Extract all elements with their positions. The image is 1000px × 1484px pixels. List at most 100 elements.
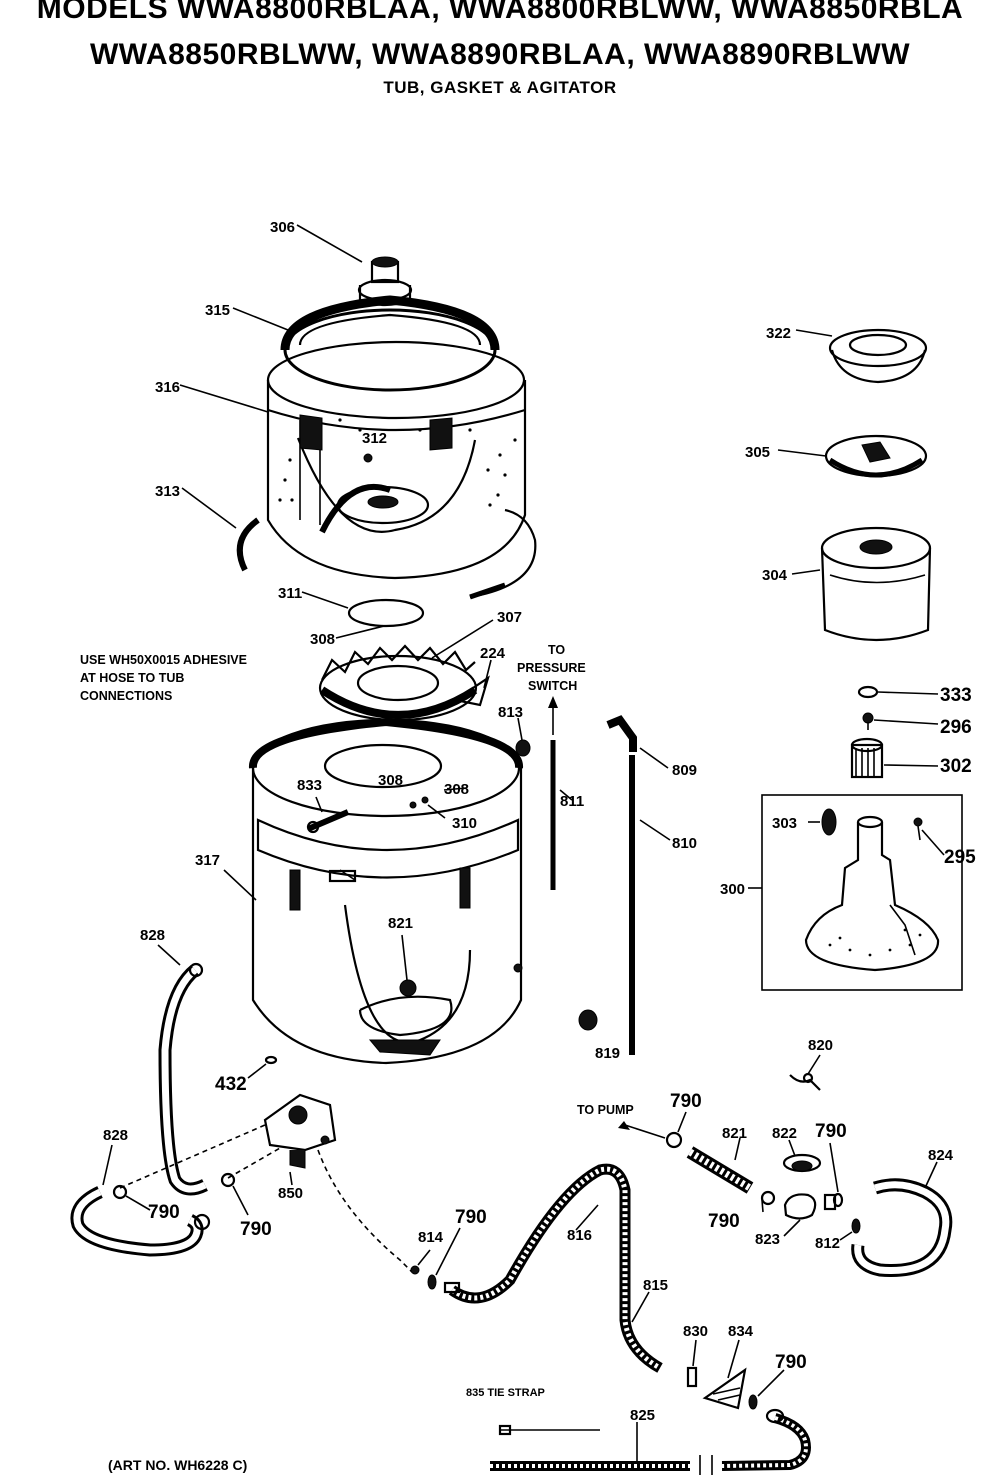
part-814-fitting[interactable] xyxy=(410,1265,420,1275)
part-305-dog-cam[interactable] xyxy=(824,434,928,478)
part-308-ring-gasket[interactable] xyxy=(347,598,425,628)
part-824-hose[interactable] xyxy=(851,1178,953,1277)
callout-790-left-a: 790 xyxy=(148,1202,180,1223)
part-813-grommet[interactable] xyxy=(515,739,531,757)
clamp-790-to-pump[interactable] xyxy=(665,1131,683,1149)
callout-790-left-b: 790 xyxy=(240,1219,272,1240)
part-822-nut[interactable] xyxy=(782,1153,822,1173)
callout-316: 316 xyxy=(155,379,180,396)
part-811-pressure-tube[interactable] xyxy=(548,696,558,890)
part-316-wash-basket[interactable] xyxy=(266,340,527,580)
part-333-washer[interactable] xyxy=(857,685,879,699)
part-809-hose-elbow[interactable] xyxy=(606,715,637,752)
part-304-auger-barrel[interactable] xyxy=(820,526,932,642)
part-835-tie-strap[interactable] xyxy=(498,1424,600,1436)
callout-816: 816 xyxy=(567,1227,592,1244)
note-to-pressure-switch-2: PRESSURE xyxy=(517,661,586,675)
callout-809: 809 xyxy=(672,762,697,779)
callout-790-right-a: 790 xyxy=(708,1211,740,1232)
callout-822: 822 xyxy=(772,1125,797,1142)
callout-300: 300 xyxy=(720,881,745,898)
part-816-drain-hose[interactable] xyxy=(443,1163,663,1373)
part-833-clamp[interactable] xyxy=(306,809,350,834)
callout-308-right: 308 xyxy=(444,781,469,798)
callout-295: 295 xyxy=(944,847,976,868)
part-830-clip[interactable] xyxy=(686,1366,698,1388)
note-to-pressure-switch-1: TO xyxy=(548,643,565,657)
callout-313: 313 xyxy=(155,483,180,500)
part-819-plug[interactable] xyxy=(578,1009,598,1031)
note-adhesive-line-3: CONNECTIONS xyxy=(80,689,172,703)
callout-811: 811 xyxy=(560,793,584,810)
callout-823: 823 xyxy=(755,1231,780,1248)
part-313-snubber-ring[interactable] xyxy=(236,508,537,600)
callout-312: 312 xyxy=(362,430,387,447)
callout-828-lower: 828 xyxy=(103,1127,128,1144)
part-312-screw[interactable] xyxy=(363,453,373,463)
callout-821-hose: 821 xyxy=(722,1125,747,1142)
callout-322: 322 xyxy=(766,325,791,342)
callout-814: 814 xyxy=(418,1229,444,1246)
callout-820: 820 xyxy=(808,1037,833,1054)
part-828-hose-left-lower[interactable] xyxy=(70,1186,211,1257)
callout-308-gasket: 308 xyxy=(310,631,335,648)
part-834-filter[interactable] xyxy=(702,1367,747,1410)
callout-812: 812 xyxy=(815,1235,840,1252)
part-322-agitator-cap[interactable] xyxy=(828,328,928,384)
callout-333: 333 xyxy=(940,685,972,706)
part-812-fitting[interactable] xyxy=(851,1218,861,1234)
callout-302: 302 xyxy=(940,756,972,777)
callout-821-tub: 821 xyxy=(388,915,413,932)
part-823-tee[interactable] xyxy=(783,1193,837,1220)
part-300-agitator-box[interactable] xyxy=(761,794,963,991)
callout-311: 311 xyxy=(278,585,302,602)
part-315-balance-ring[interactable] xyxy=(280,295,500,392)
clamp-790-right-b[interactable] xyxy=(832,1192,844,1208)
clamp-790-left-b[interactable] xyxy=(220,1172,236,1188)
callout-303: 303 xyxy=(772,815,797,832)
part-825-hose-end[interactable] xyxy=(490,1408,811,1475)
part-310-fastener[interactable] xyxy=(409,796,429,809)
clamp-790-right-a[interactable] xyxy=(760,1190,776,1206)
callout-790-center: 790 xyxy=(455,1207,487,1228)
note-adhesive-line-1: USE WH50X0015 ADHESIVE xyxy=(80,653,247,667)
part-820-clip[interactable] xyxy=(789,1072,821,1091)
callout-819: 819 xyxy=(595,1045,620,1062)
callout-labels: 306 315 316 312 313 311 308 307 224 813 … xyxy=(103,219,976,1424)
callout-834: 834 xyxy=(728,1323,754,1340)
callout-790-right-b: 790 xyxy=(815,1121,847,1142)
callout-830: 830 xyxy=(683,1323,708,1340)
part-307-spin-basket-drive[interactable] xyxy=(318,644,490,722)
part-296-bolt[interactable] xyxy=(862,712,874,730)
part-850-pump[interactable] xyxy=(263,1093,337,1169)
part-302-drive-bell[interactable] xyxy=(850,737,884,779)
part-295-bolt[interactable] xyxy=(913,817,923,841)
callout-432: 432 xyxy=(215,1074,247,1095)
note-to-pump: TO PUMP xyxy=(577,1103,634,1117)
clamp-790-lower[interactable] xyxy=(748,1394,758,1410)
callout-310: 310 xyxy=(452,815,477,832)
part-300-agitator[interactable] xyxy=(804,815,940,972)
callout-813: 813 xyxy=(498,704,523,721)
part-317-outer-tub[interactable] xyxy=(249,717,523,1065)
part-303-insert[interactable] xyxy=(821,808,837,836)
part-432-washer[interactable] xyxy=(264,1055,278,1065)
basket-assembly xyxy=(236,256,537,722)
callout-850: 850 xyxy=(278,1185,303,1202)
clamp-790-center[interactable] xyxy=(427,1274,437,1290)
clamp-790-left-a[interactable] xyxy=(112,1184,128,1200)
callout-308-top: 308 xyxy=(378,772,403,789)
callout-824: 824 xyxy=(928,1147,954,1164)
diagram-notes: USE WH50X0015 ADHESIVE AT HOSE TO TUB CO… xyxy=(80,643,634,1473)
callout-317: 317 xyxy=(195,852,220,869)
part-828-hose-left-upper[interactable] xyxy=(158,962,208,1196)
callout-315: 315 xyxy=(205,302,230,319)
callout-307: 307 xyxy=(497,609,522,626)
note-tie-strap: 835 TIE STRAP xyxy=(466,1387,545,1399)
note-to-pressure-switch-3: SWITCH xyxy=(528,679,577,693)
part-821-pump-hose[interactable] xyxy=(686,1146,754,1194)
callout-825: 825 xyxy=(630,1407,655,1424)
callout-833: 833 xyxy=(297,777,322,794)
